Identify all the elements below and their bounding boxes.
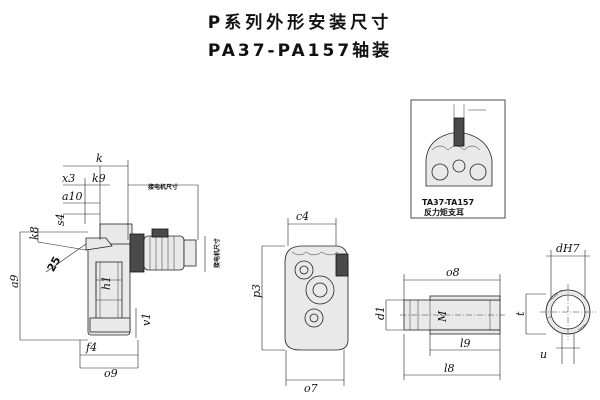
gearbox-bottom-flange bbox=[89, 317, 131, 333]
motor-flange bbox=[129, 233, 145, 273]
bore-section bbox=[525, 250, 596, 364]
label-k9: k9 bbox=[92, 172, 106, 185]
label-c4: c4 bbox=[296, 210, 309, 223]
label-M: M bbox=[436, 310, 449, 323]
label-v1: v1 bbox=[140, 313, 153, 326]
torque-arm-callout bbox=[410, 99, 506, 219]
label-l8: l8 bbox=[444, 362, 455, 375]
motor-fan-cover bbox=[183, 239, 197, 267]
label-t: t bbox=[514, 311, 527, 316]
label-f4: f4 bbox=[85, 341, 97, 354]
shaft-view bbox=[385, 274, 505, 380]
label-dH7: dH7 bbox=[556, 242, 580, 255]
gearbox-inner bbox=[95, 261, 123, 329]
label-o8: o8 bbox=[446, 266, 460, 279]
front-view bbox=[261, 218, 349, 386]
motor-dim-label-side: 接电机尺寸 bbox=[213, 238, 221, 269]
label-d1: d1 bbox=[374, 306, 387, 320]
motor-terminal-box bbox=[151, 228, 169, 238]
title-line-1: P系列外形安装尺寸 bbox=[207, 13, 393, 33]
title-line-2: PA37-PA157轴装 bbox=[207, 41, 393, 61]
label-o7: o7 bbox=[304, 382, 318, 395]
callout-torque-arm bbox=[453, 117, 465, 147]
label-o9: o9 bbox=[104, 367, 118, 380]
torque-arm bbox=[85, 237, 113, 251]
label-k: k bbox=[96, 152, 103, 165]
label-a9: a9 bbox=[8, 274, 21, 288]
label-a10: a10 bbox=[62, 190, 83, 203]
label-l9: l9 bbox=[460, 337, 471, 350]
label-x3: x3 bbox=[62, 172, 75, 185]
callout-caption: 反力矩支耳 bbox=[424, 207, 464, 217]
label-k8: k8 bbox=[28, 226, 41, 240]
front-side-block bbox=[335, 253, 349, 277]
label-u: u bbox=[540, 348, 547, 361]
label-h1: h1 bbox=[100, 276, 113, 290]
motor-dim-label-top: 接电机尺寸 bbox=[147, 183, 178, 191]
callout-model: TA37-TA157 bbox=[422, 198, 474, 207]
side-view bbox=[19, 160, 206, 369]
label-p3: p3 bbox=[250, 284, 263, 298]
label-s4: s4 bbox=[54, 213, 67, 226]
